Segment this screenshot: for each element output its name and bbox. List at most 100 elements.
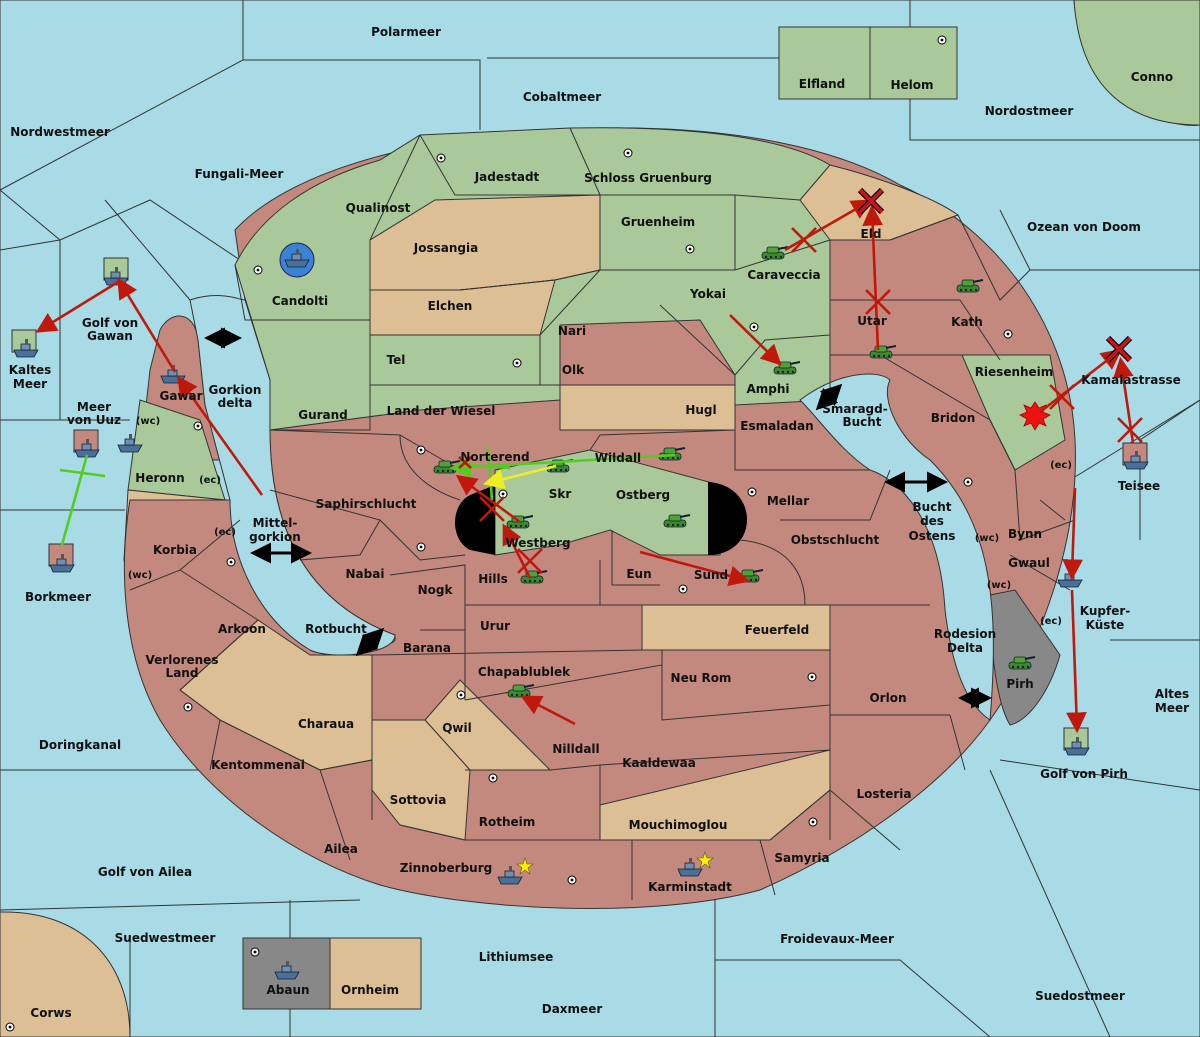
cross-icon (1049, 384, 1075, 410)
label-riesenheim: Riesenheim (975, 365, 1054, 379)
label-suedostmeer: Suedostmeer (1035, 989, 1125, 1003)
label-losteria: Losteria (856, 787, 911, 801)
label-qwil: Qwil (442, 721, 472, 735)
star-icon (516, 857, 534, 875)
territory-borders (129, 127, 1076, 900)
label-nordostmeer: Nordostmeer (985, 104, 1074, 118)
supply-center-icon (963, 477, 973, 487)
label-smaragd-2: Bucht (842, 415, 881, 429)
supply-center-icon (416, 445, 426, 455)
cross-icon (1117, 417, 1143, 443)
supply-center-icon (623, 148, 633, 158)
label-nari: Nari (558, 324, 586, 338)
label-golf-ailea: Golf von Ailea (98, 865, 192, 879)
cancelled-order-marks (458, 187, 1143, 574)
supply-center-icon (488, 773, 498, 783)
supply-center-icon (685, 244, 695, 254)
label-bynn: Bynn (1008, 527, 1042, 541)
label-obstschlucht: Obstschlucht (791, 533, 880, 547)
label-amphi: Amphi (746, 382, 789, 396)
supply-centers (5, 35, 1013, 1032)
label-skr: Skr (549, 487, 572, 501)
label-neu-rom: Neu Rom (671, 671, 732, 685)
ship-units (11, 242, 1149, 980)
region-conno[interactable] (1073, 0, 1200, 126)
label-rodesion-2: Delta (947, 641, 983, 655)
label-gwaul: Gwaul (1008, 556, 1050, 570)
label-zinnoberburg: Zinnoberburg (400, 861, 492, 875)
supply-center-icon (226, 557, 236, 567)
region-feuerfeld[interactable] (641, 604, 831, 651)
label-smaragd-1: Smaragd- (822, 402, 887, 416)
supply-center-icon (193, 421, 203, 431)
star-icon (696, 851, 714, 869)
label-ornheim: Ornheim (341, 983, 399, 997)
label-heronn: Heronn (135, 471, 184, 485)
label-ozean: Ozean von Doom (1027, 220, 1141, 234)
label-kupfer-2: Küste (1086, 618, 1125, 632)
label-ec-gwaul: (ec) (1040, 616, 1062, 627)
canal-arrows (204, 327, 992, 709)
label-arkoon: Arkoon (218, 622, 266, 636)
label-mittel-2: gorkion (249, 530, 301, 544)
label-kaaldewaa: Kaaldewaa (622, 756, 696, 770)
label-altes-1: Altes (1155, 687, 1189, 701)
label-cobaltmeer: Cobaltmeer (523, 90, 601, 104)
label-korbia: Korbia (153, 543, 197, 557)
black-cap-east (708, 482, 747, 555)
double-arrow-icon (355, 627, 385, 657)
label-golf-gawan-2: Gawan (87, 329, 133, 343)
supply-center-icon (807, 672, 817, 682)
label-ailea: Ailea (324, 842, 358, 856)
label-ec-riesen: (ec) (1050, 460, 1072, 471)
label-lithiumsee: Lithiumsee (479, 950, 554, 964)
label-mellar: Mellar (767, 494, 809, 508)
label-hugl: Hugl (685, 403, 716, 417)
label-mittel-1: Mittel- (253, 516, 298, 530)
label-verlorenes-2: Land (166, 666, 199, 680)
label-rodesion-1: Rodesion (934, 627, 996, 641)
label-wildall: Wildall (595, 451, 641, 465)
label-esmaladan: Esmaladan (740, 419, 813, 433)
label-feuerfeld: Feuerfeld (745, 623, 810, 637)
label-tel: Tel (387, 353, 406, 367)
label-wc-gwaul: (wc) (987, 580, 1011, 591)
label-suedwestmeer: Suedwestmeer (115, 931, 216, 945)
label-chapablublek: Chapablublek (478, 665, 571, 679)
label-norterend: Norterend (460, 450, 529, 464)
label-rotbucht: Rotbucht (305, 622, 367, 636)
label-kupfer-1: Kupfer- (1080, 604, 1130, 618)
label-bucht-ostens-1: Bucht (912, 500, 951, 514)
region-ornheim[interactable] (329, 937, 422, 1010)
label-olk: Olk (562, 363, 585, 377)
bay-mittelgorkion[interactable] (189, 295, 396, 656)
supply-center-icon (678, 584, 688, 594)
region-corws[interactable] (0, 911, 131, 1037)
label-jadestadt: Jadestadt (474, 170, 540, 184)
label-saphir: Saphirschlucht (316, 497, 417, 511)
label-kamalastrasse: Kamalastrasse (1081, 373, 1181, 387)
label-utar: Utar (857, 314, 887, 328)
label-elfland: Elfland (799, 77, 845, 91)
label-borkmeer: Borkmeer (25, 590, 91, 604)
supply-center-icon (416, 542, 426, 552)
double-arrow-icon (815, 383, 843, 411)
label-yokai: Yokai (689, 287, 726, 301)
label-samyria: Samyria (774, 851, 829, 865)
label-wc-bynn: (wc) (975, 533, 999, 544)
label-eun: Eun (626, 567, 651, 581)
cross-icon (1105, 335, 1133, 363)
region-riesenheim[interactable] (961, 354, 1066, 471)
supply-center-icon (250, 947, 260, 957)
label-barana: Barana (403, 641, 451, 655)
supply-center-icon (512, 358, 522, 368)
label-gorkion-2: delta (218, 396, 253, 410)
label-corws: Corws (30, 1006, 71, 1020)
cross-icon (857, 187, 885, 215)
label-kath: Kath (951, 315, 983, 329)
label-qualinost: Qualinost (346, 201, 411, 215)
label-charaua: Charaua (298, 717, 354, 731)
supply-center-icon (436, 153, 446, 163)
